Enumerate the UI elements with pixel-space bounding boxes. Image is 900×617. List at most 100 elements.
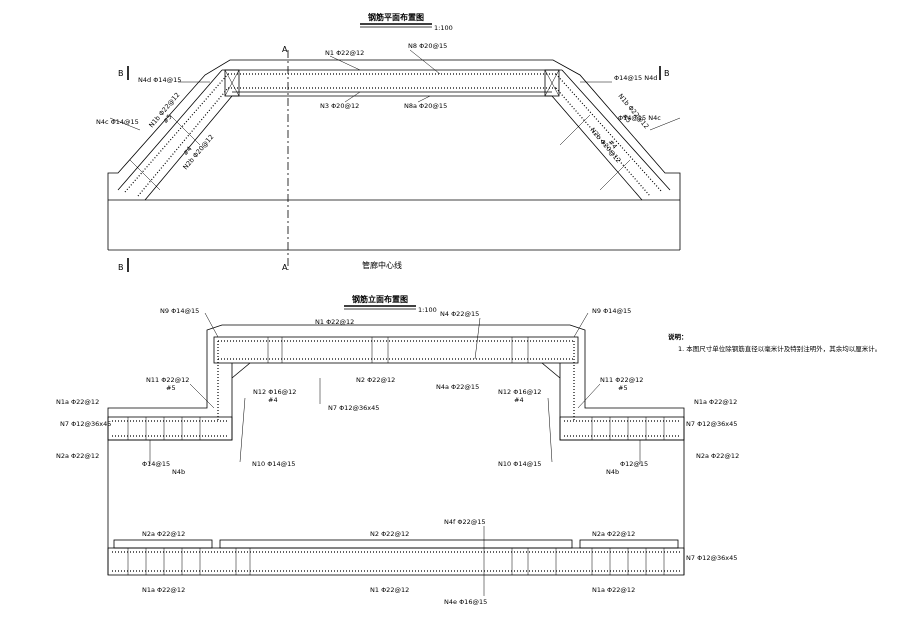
- plan-label-n3: N3 Φ20@12: [320, 102, 359, 110]
- elev-right-wall-inner: [559, 363, 684, 441]
- elev-label-n4h-left: #4: [268, 396, 278, 404]
- plan-center-line-label: 管廊中心线: [362, 260, 402, 270]
- elev-bottom-label-n2a-right: N2a Φ22@12: [592, 530, 635, 538]
- elev-top-ties: [267, 337, 529, 363]
- elev-label-n4b-left-b: N4b: [172, 468, 185, 476]
- elev-bottom-label-n4f: N4f Φ22@15: [444, 518, 486, 526]
- elev-outline: [107, 324, 685, 575]
- plan-left-tie-2: [169, 114, 201, 146]
- elevation-view: 钢筋立面布置图 1:100: [56, 294, 739, 606]
- elev-bottom-label-n1a-left: N1a Φ22@12: [142, 586, 185, 594]
- plan-title: 钢筋平面布置图: [368, 12, 424, 22]
- elev-label-n7-left: N7 Φ12@36x45: [60, 420, 111, 428]
- plan-label-n4d-left: N4d Φ14@15: [138, 76, 181, 84]
- plan-label-n4c-right: Φ14@15 N4c: [618, 114, 661, 122]
- elev-label-n4b-left-a: Φ14@15: [142, 460, 170, 468]
- elev-bottom-label-n4e: N4e Φ16@15: [444, 598, 487, 606]
- plan-left-diag-rebar-2: [137, 87, 229, 197]
- plan-right-block: [544, 69, 560, 97]
- plan-left-diag-1: [117, 69, 223, 191]
- leader-elev-n9-l: [204, 312, 219, 338]
- plan-label-n4c-left: N4c Φ14@15: [96, 118, 139, 126]
- elev-label-n12-right: N12 Φ16@12: [498, 388, 541, 396]
- elev-left-arm: [107, 416, 233, 441]
- leader-elev-n10-r: [547, 397, 553, 463]
- plan-left-diag-2: [144, 95, 233, 201]
- elev-left-haunch: [231, 362, 251, 379]
- plan-label-n1b-right: N1b Φ22@12: [616, 92, 650, 130]
- leader-elev-n11-l: [189, 383, 215, 409]
- leader-plan-n8: [409, 49, 441, 75]
- elev-label-n4a: N4a Φ22@15: [436, 383, 479, 391]
- elev-right-haunch: [541, 362, 561, 379]
- elev-bottom-label-n1: N1 Φ22@12: [370, 586, 409, 594]
- elev-label-n9-right: N9 Φ14@15: [592, 307, 631, 315]
- leader-plan-n4c-r: [649, 117, 681, 131]
- leader-elev-n4: [474, 317, 481, 360]
- elev-bottom-cap-mid: [219, 539, 573, 549]
- elev-label-n12-left: N12 Φ16@12: [253, 388, 296, 396]
- plan-left-block: [224, 69, 240, 97]
- elev-right-arm-ties: [591, 417, 665, 440]
- plan-right-diag-2: [551, 95, 643, 201]
- section-b-top-right: B: [664, 69, 670, 78]
- elev-left-arm-ties: [127, 417, 201, 440]
- leader-plan-n8a: [417, 95, 431, 103]
- section-a-bottom: A: [282, 263, 288, 272]
- leader-elev-n11-r: [577, 383, 601, 409]
- plan-label-n8a: N8a Φ20@15: [404, 102, 447, 110]
- plan-right-tie-2: [559, 114, 591, 146]
- elev-label-n7-right: N7 Φ12@36x45: [686, 420, 737, 428]
- elev-bottom-cap-left: [113, 539, 213, 549]
- elev-label-n5-right: #5: [618, 384, 628, 392]
- leader-elev-n9-r: [573, 312, 589, 338]
- section-a-top: A: [282, 45, 288, 54]
- plan-scale: 1:100: [434, 24, 453, 32]
- elev-label-n1-top: N1 Φ22@12: [315, 318, 354, 326]
- plan-right-diag-1: [561, 69, 671, 191]
- elev-label-n11-left: N11 Φ22@12: [146, 376, 189, 384]
- elev-label-n4b-right-a: Φ12@15: [620, 460, 648, 468]
- elev-label-n7-mid: N7 Φ12@36x45: [328, 404, 379, 412]
- notes-heading: 说明：: [668, 332, 688, 341]
- elev-label-n1a-right: N1a Φ22@12: [694, 398, 737, 406]
- plan-label-n1: N1 Φ22@12: [325, 49, 364, 57]
- elev-bottom-cap-right: [579, 539, 679, 549]
- notes-line-1: 1. 本图尺寸单位除钢筋直径以毫米计及特别注明外，其余均以厘米计。: [678, 344, 881, 353]
- elev-label-n4-top: N4 Φ22@15: [440, 310, 479, 318]
- plan-left-block-x2: [224, 69, 240, 97]
- elev-scale: 1:100: [418, 306, 437, 314]
- elev-bottom-slab: [107, 547, 685, 576]
- plan-left-tie-1: [129, 159, 161, 191]
- elev-label-n2a-left: N2a Φ22@12: [56, 452, 99, 460]
- plan-label-n4d-right: Φ14@15 N4d: [614, 74, 657, 82]
- section-b-top-left: B: [118, 69, 124, 78]
- notes-block: 说明： 1. 本图尺寸单位除钢筋直径以毫米计及特别注明外，其余均以厘米计。: [668, 332, 881, 353]
- elev-label-n4h-right: #4: [514, 396, 524, 404]
- leader-plan-n4c-l: [109, 117, 141, 131]
- elev-label-n11-right: N11 Φ22@12: [600, 376, 643, 384]
- elev-left-wall-inner: [108, 363, 233, 441]
- elev-title: 钢筋立面布置图: [352, 294, 408, 304]
- section-b-bottom: B: [118, 263, 124, 272]
- plan-left-diag-rebar-1: [124, 73, 229, 193]
- elev-right-arm: [559, 416, 685, 441]
- elev-bottom-label-n2: N2 Φ22@12: [370, 530, 409, 538]
- plan-outline: [107, 59, 681, 250]
- leader-plan-n1: [329, 55, 361, 71]
- plan-right-tie-1: [599, 159, 631, 191]
- elev-label-n1a-left: N1a Φ22@12: [56, 398, 99, 406]
- leader-elev-n10-l: [239, 397, 246, 463]
- elev-label-n10-right: N10 Φ14@15: [498, 460, 541, 468]
- elev-bottom-ties: [127, 548, 665, 575]
- elev-label-n2-mid: N2 Φ22@12: [356, 376, 395, 384]
- plan-right-block-x2: [544, 69, 560, 97]
- elev-top-slab: [213, 336, 579, 364]
- elev-label-n10-left: N10 Φ14@15: [252, 460, 295, 468]
- leader-plan-n3: [344, 91, 361, 103]
- elev-label-n4b-right-b: N4b: [606, 468, 619, 476]
- elev-bottom-label-n1a-right: N1a Φ22@12: [592, 586, 635, 594]
- elev-label-n2a-right: N2a Φ22@12: [696, 452, 739, 460]
- plan-right-diag-rebar-1: [555, 73, 663, 193]
